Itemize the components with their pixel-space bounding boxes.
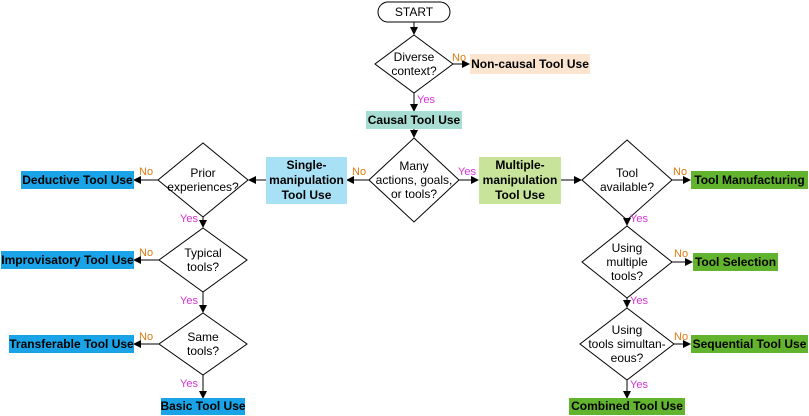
label-no-diverse: No: [452, 52, 467, 64]
label-yes-available: Yes: [630, 213, 648, 225]
decision-simultaneous-line2: tools simultan-: [588, 337, 666, 351]
start-label: START: [394, 5, 434, 19]
decision-simultaneous-line3: eous?: [610, 351, 644, 365]
label-no-multiple: No: [674, 248, 689, 260]
outcome-combined: Combined Tool Use: [569, 398, 685, 415]
outcome-single-line1: Single-: [286, 158, 327, 172]
label-yes-multiple: Yes: [630, 295, 648, 307]
decision-same: Same tools?: [187, 330, 219, 358]
decision-diverse-line2: context?: [391, 64, 437, 78]
label-yes-simultaneous: Yes: [630, 379, 648, 391]
decision-many: Many actions, goals, or tools?: [376, 159, 453, 201]
decision-typical-line1: Typical: [184, 246, 222, 260]
outcome-transferable: Transferable Tool Use: [9, 335, 134, 353]
label-no-prior: No: [139, 166, 154, 178]
outcome-non-causal: Non-causal Tool Use: [470, 54, 590, 74]
label-yes-diverse: Yes: [417, 94, 435, 106]
label-no-available: No: [673, 166, 688, 178]
decision-simultaneous: Using tools simultan- eous?: [588, 323, 665, 365]
decision-prior-line2: experiences?: [167, 180, 239, 194]
decision-multiple-line2: multiple: [606, 255, 648, 269]
outcome-causal: Causal Tool Use: [366, 111, 462, 129]
decision-available-line1: Tool: [615, 166, 639, 180]
decision-same-line1: Same: [187, 330, 219, 344]
decision-diverse-line1: Diverse: [393, 50, 435, 64]
outcome-manufacturing: Tool Manufacturing: [691, 171, 808, 189]
decision-many-diamond: [368, 137, 460, 223]
label-yes-same: Yes: [180, 378, 198, 390]
label-yes-prior: Yes: [180, 213, 198, 225]
decision-multiple-line1: Using: [611, 241, 643, 255]
outcome-single-line3: Tool Use: [281, 188, 332, 202]
outcome-multiple-line3: Tool Use: [495, 188, 545, 202]
decision-prior: Prior experiences?: [167, 166, 238, 194]
label-no-many: No: [352, 166, 367, 178]
decision-many-line3: or tools?: [390, 187, 438, 201]
outcome-basic: Basic Tool Use: [160, 398, 246, 415]
outcome-single-line2: manipulation: [269, 173, 344, 187]
decision-prior-line1: Prior: [190, 166, 216, 180]
decision-diverse: Diverse context?: [391, 50, 436, 78]
label-no-simultaneous: No: [674, 331, 689, 343]
decision-available: Tool available?: [600, 166, 654, 194]
outcome-multiple-line2: manipulation: [482, 173, 558, 187]
decision-typical: Typical tools?: [184, 246, 221, 274]
label-no-typical: No: [139, 247, 154, 259]
label-yes-many: Yes: [458, 166, 476, 178]
decision-multiple: Using multiple tools?: [606, 241, 647, 283]
decision-many-line1: Many: [399, 159, 429, 173]
label-yes-typical: Yes: [180, 295, 198, 307]
outcome-selection: Tool Selection: [693, 253, 778, 271]
decision-available-line2: available?: [599, 180, 655, 194]
outcome-single: Single- manipulation Tool Use: [266, 157, 347, 204]
decision-many-line2: actions, goals,: [375, 173, 453, 187]
outcome-improvisatory: Improvisatory Tool Use: [1, 251, 134, 269]
decision-simultaneous-line1: Using: [611, 323, 643, 337]
outcome-sequential: Sequential Tool Use: [691, 335, 808, 353]
decision-multiple-line3: tools?: [610, 269, 644, 283]
outcome-multiple: Multiple- manipulation Tool Use: [479, 157, 561, 204]
decision-typical-line2: tools?: [186, 260, 220, 274]
label-no-same: No: [139, 331, 154, 343]
outcome-deductive: Deductive Tool Use: [21, 171, 134, 189]
outcome-multiple-line1: Multiple-: [495, 158, 545, 172]
decision-same-line2: tools?: [186, 344, 220, 358]
